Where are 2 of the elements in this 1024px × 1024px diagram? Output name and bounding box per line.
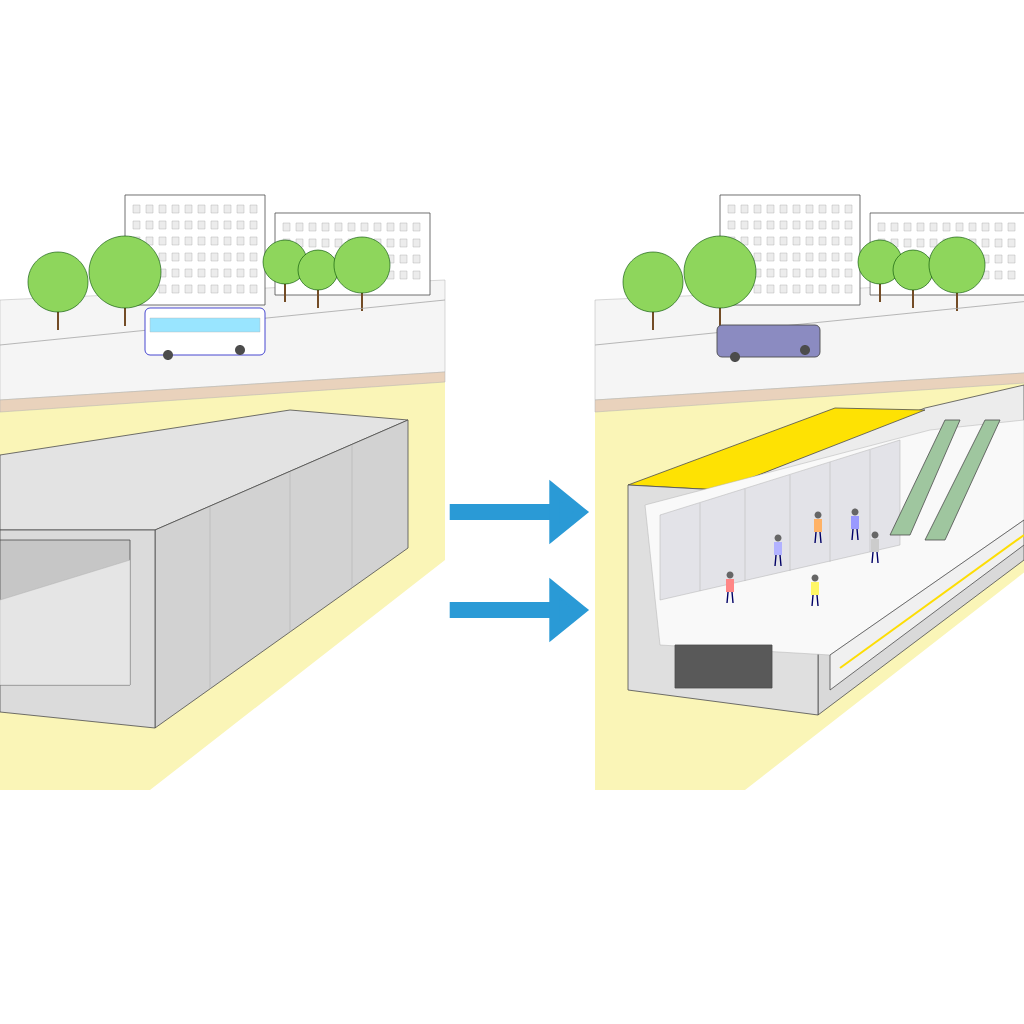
tunnel-box-drawing <box>0 194 446 790</box>
metro-station-drawing <box>594 194 1024 790</box>
